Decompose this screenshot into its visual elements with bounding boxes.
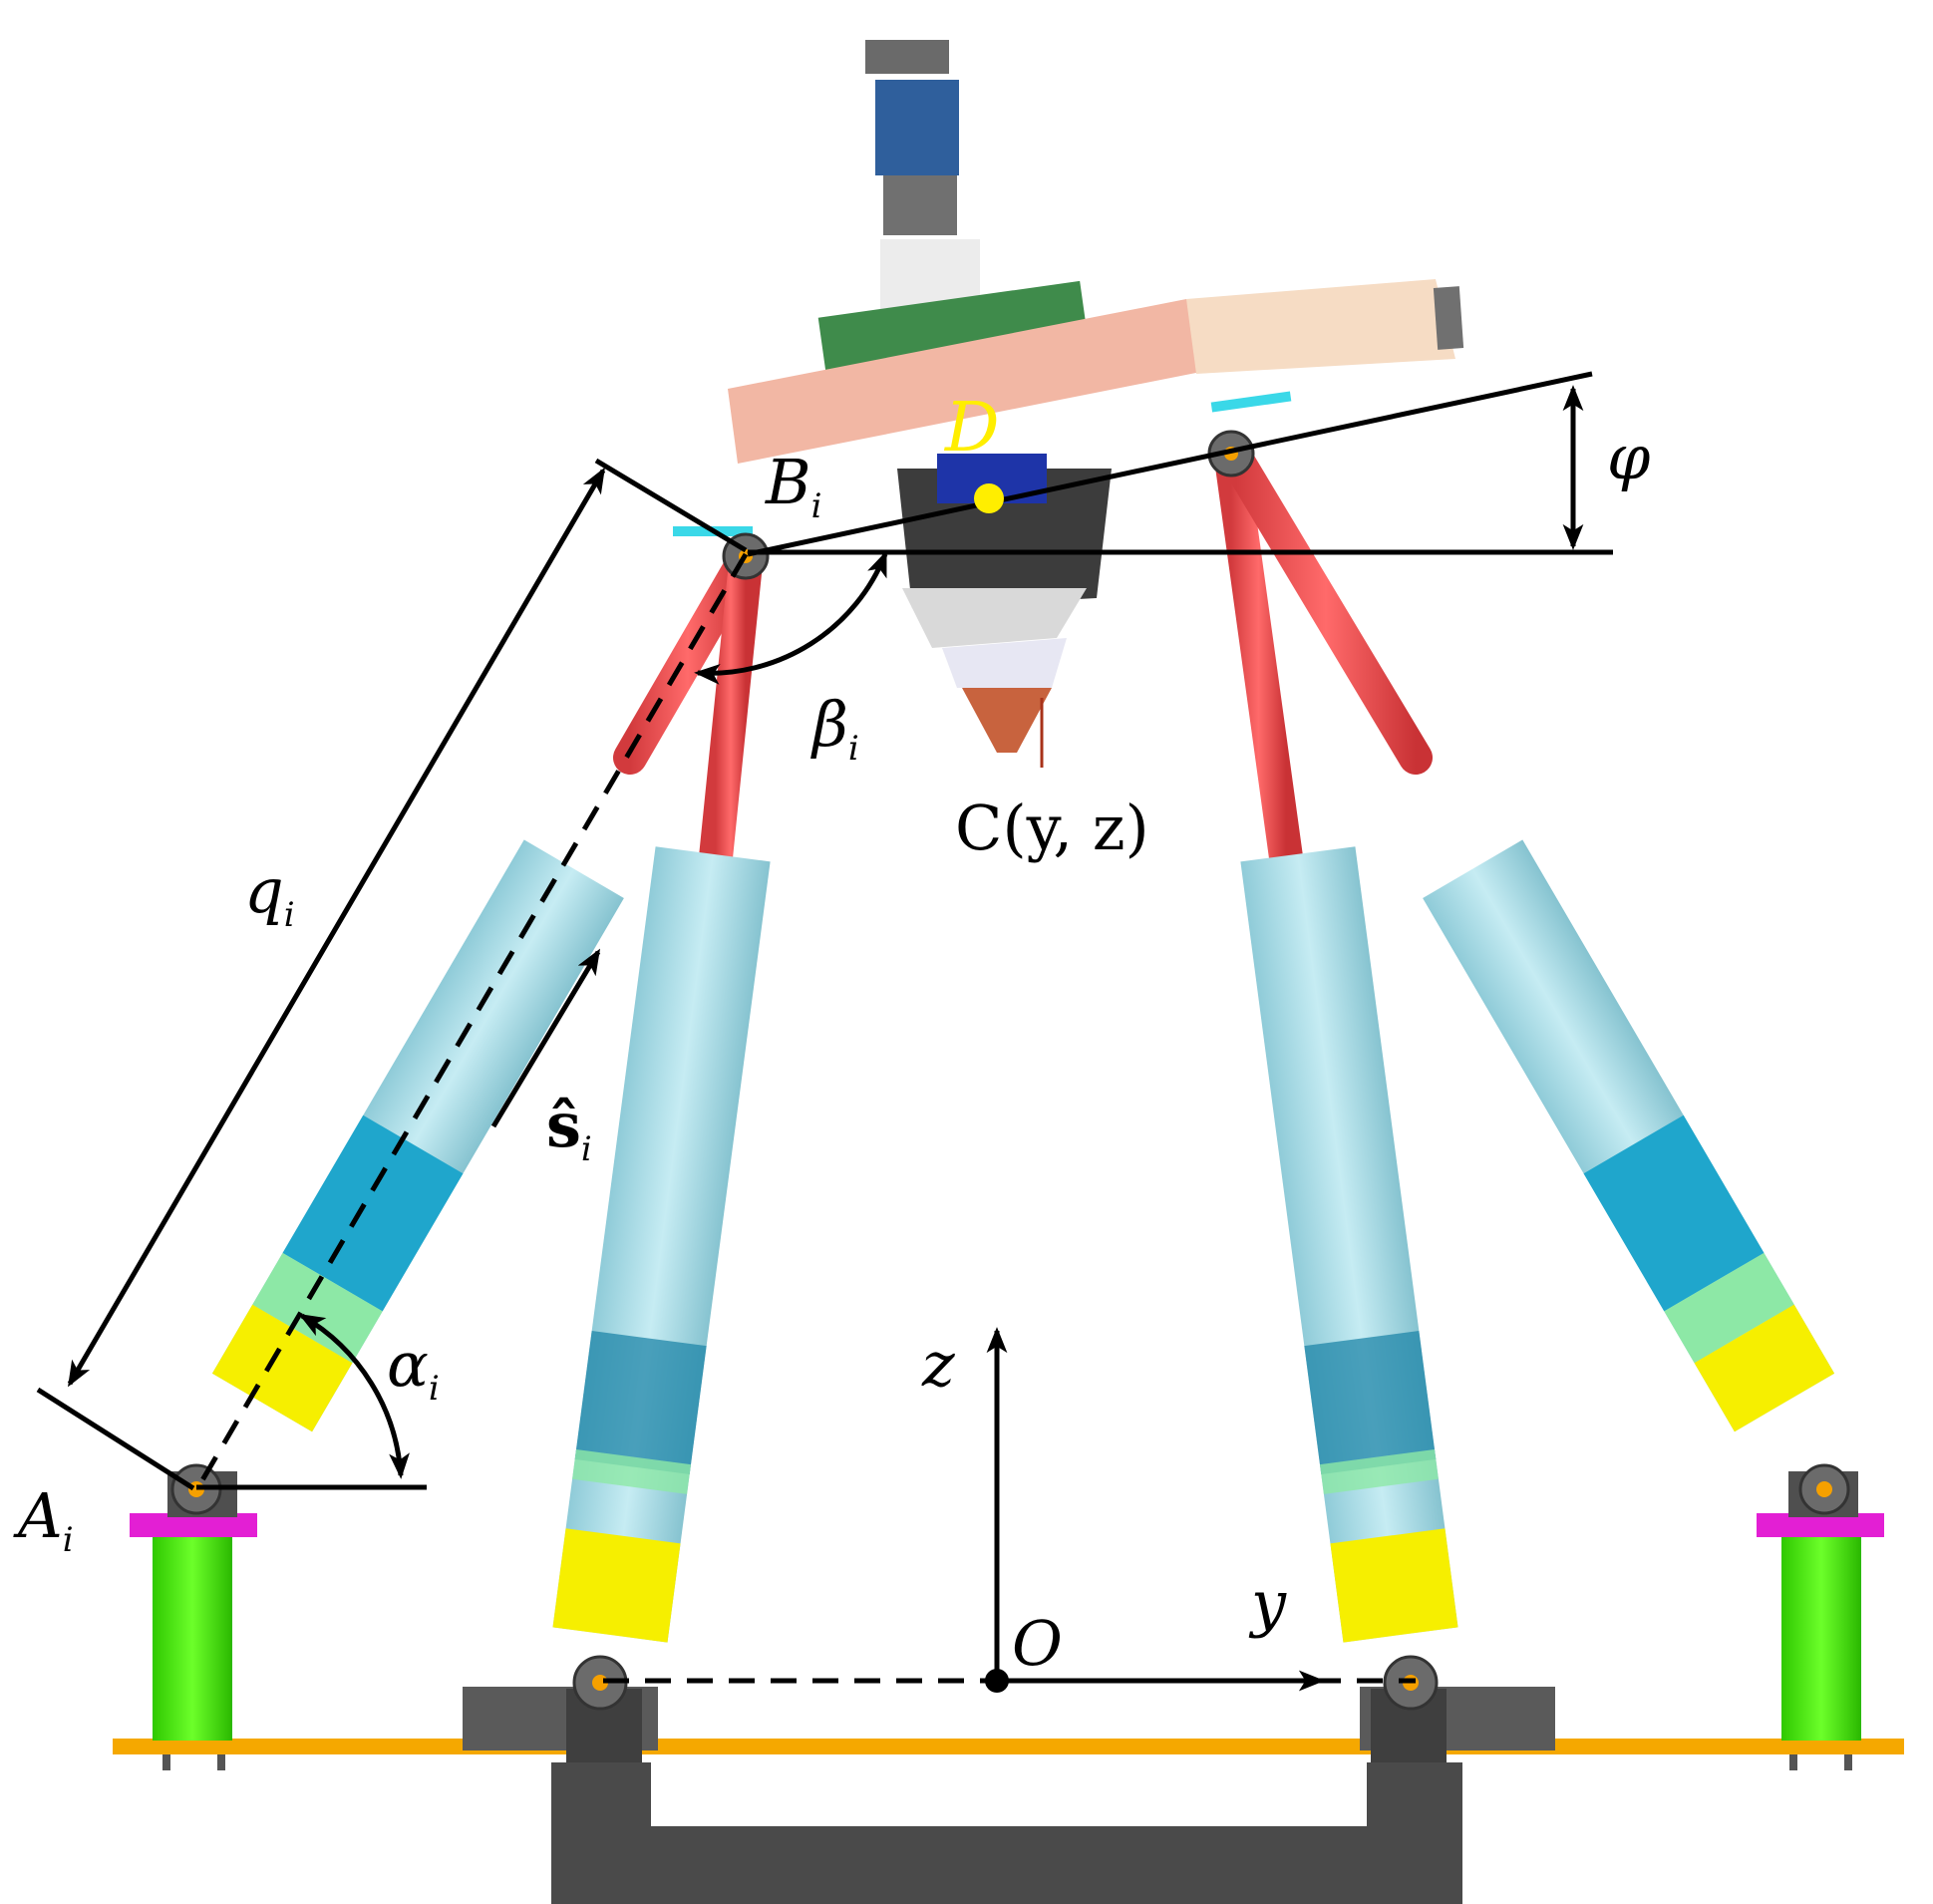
leg-length-extension-top xyxy=(594,458,748,553)
label-origin: O xyxy=(1012,1607,1063,1680)
leg-cylinder xyxy=(552,846,771,1643)
label-platform-angle: βi xyxy=(810,688,859,769)
foot xyxy=(1789,1754,1797,1770)
label-axis-z: z xyxy=(921,1328,955,1401)
leg-length-arrow xyxy=(67,467,606,1388)
right-pillar xyxy=(1757,1463,1884,1741)
base-structure xyxy=(113,1655,1904,1904)
base-plate xyxy=(113,1739,1904,1754)
foot xyxy=(162,1754,170,1770)
label-base-angle: αi xyxy=(387,1328,440,1409)
annotations: Ai Bi D φ βi C(y, z) qi ŝi αi z y O xyxy=(13,371,1651,1693)
nozzle xyxy=(962,688,1052,753)
origin-point xyxy=(985,1669,1009,1693)
leg-right-inner xyxy=(1214,442,1458,1643)
foot xyxy=(217,1754,225,1770)
label-tool-point: C(y, z) xyxy=(955,792,1149,864)
leg-band-yellow xyxy=(1694,1304,1835,1432)
leg-length-extension-bottom xyxy=(36,1387,195,1491)
label-tilt-angle: φ xyxy=(1607,421,1651,493)
leg-cylinder xyxy=(1240,846,1458,1643)
foot xyxy=(1844,1754,1852,1770)
label-leg-length: qi xyxy=(244,854,295,935)
leg-rod xyxy=(1214,442,1303,874)
leg-band-green xyxy=(1320,1448,1439,1494)
motor-cap xyxy=(865,40,949,74)
platform-block xyxy=(728,299,1216,464)
leg-rod xyxy=(1219,442,1433,775)
label-point-d: D xyxy=(943,389,1000,468)
lower-frame-cutout xyxy=(651,1762,1367,1826)
base-angle-arc xyxy=(298,1313,410,1479)
label-platform-joint: Bi xyxy=(765,446,821,526)
platform-angle-arc xyxy=(694,550,888,685)
motor xyxy=(875,80,959,175)
leg-band-green xyxy=(1664,1252,1794,1364)
platform-extension xyxy=(1186,279,1455,374)
left-pillar xyxy=(130,1463,257,1741)
leg-band-green xyxy=(572,1448,691,1494)
leg-band-yellow xyxy=(552,1528,681,1643)
leg-band-yellow xyxy=(1330,1528,1458,1643)
point-d-marker xyxy=(974,483,1004,513)
leg-sleeve xyxy=(574,1330,707,1475)
unit-vector-arrow xyxy=(490,948,601,1128)
leg-axis-dashed xyxy=(196,552,749,1487)
platform-axis-line xyxy=(747,371,1593,557)
leg-right-outer xyxy=(1219,442,1835,1432)
label-unit-vector: ŝi xyxy=(546,1089,592,1169)
leg-sleeve xyxy=(1583,1114,1765,1312)
leg-sleeve xyxy=(1304,1330,1437,1475)
label-axis-y: y xyxy=(1248,1567,1287,1640)
label-base-joint: Ai xyxy=(13,1479,74,1560)
